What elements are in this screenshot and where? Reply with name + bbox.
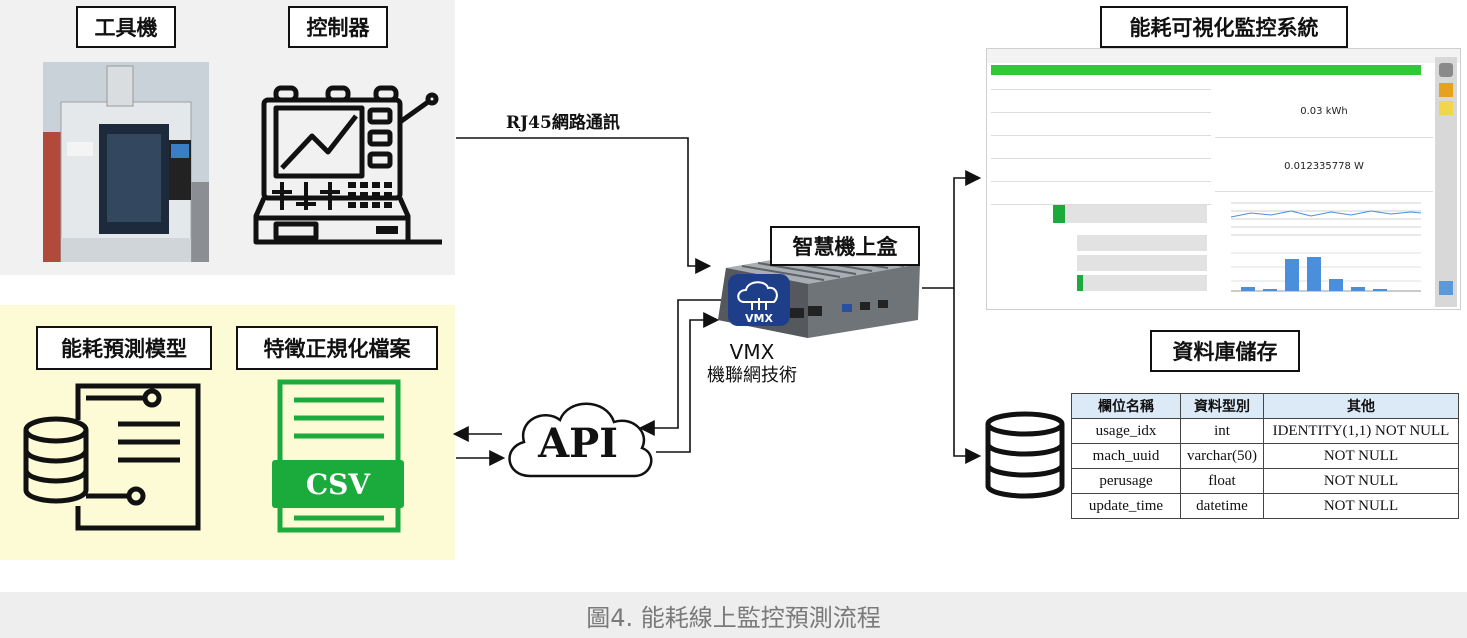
- api-cloud-icon: [508, 402, 653, 478]
- daily-usage-value: 0.03 kWh: [1215, 85, 1433, 138]
- dashboard-toolbar: [1435, 57, 1457, 307]
- table-row: mach_uuid varchar(50) NOT NULL: [1071, 443, 1459, 469]
- folder-icon: [1439, 83, 1453, 97]
- rj45-label: RJ45網路通訊: [506, 113, 620, 133]
- csv-label: CSV: [305, 467, 371, 501]
- table-cell: NOT NULL: [1262, 443, 1459, 469]
- grid-icon: [1439, 281, 1453, 295]
- table-cell: perusage: [1071, 468, 1181, 494]
- load-bar-fill: [1053, 205, 1065, 223]
- smart-box-label: 智慧機上盒: [770, 226, 920, 266]
- axis-x-bar: [1077, 235, 1207, 251]
- database-icon: [985, 411, 1065, 499]
- energy-model-label: 能耗預測模型: [36, 326, 212, 370]
- table-cell: float: [1180, 468, 1264, 494]
- settings-gear-icon: [1439, 63, 1453, 77]
- axis-y-bar: [1077, 255, 1207, 271]
- csv-file-icon: [272, 379, 404, 533]
- energy-history-thumbnail: [1231, 252, 1421, 292]
- table-cell: update_time: [1071, 493, 1181, 519]
- header-data-type: 資料型別: [1180, 393, 1264, 419]
- table-cell: NOT NULL: [1262, 468, 1459, 494]
- monitoring-system-label: 能耗可視化監控系統: [1100, 6, 1348, 48]
- feature-file-label: 特徵正規化檔案: [236, 326, 438, 370]
- dashboard-status-bar: [991, 65, 1421, 75]
- table-cell: int: [1180, 418, 1264, 444]
- table-cell: datetime: [1180, 493, 1264, 519]
- dashboard-screenshot: 0.03 kWh 0.012335778 W: [986, 48, 1461, 310]
- load-bar: [1053, 205, 1207, 223]
- machine-tool-label: 工具機: [76, 6, 176, 48]
- header-other: 其他: [1262, 393, 1459, 419]
- table-row: perusage float NOT NULL: [1071, 468, 1459, 494]
- axis-z-bar-fill: [1077, 275, 1083, 291]
- api-label: API: [538, 419, 618, 467]
- db-schema-table: 欄位名稱 資料型別 其他 usage_idx int IDENTITY(1,1)…: [1071, 393, 1459, 519]
- table-row: usage_idx int IDENTITY(1,1) NOT NULL: [1071, 418, 1459, 444]
- dashboard-titlebar: [987, 49, 1460, 63]
- vmx-name: VMX: [729, 340, 775, 364]
- vmx-badge-icon: [728, 274, 790, 326]
- vmx-subtitle: 機聯網技術: [707, 365, 797, 386]
- table-cell: mach_uuid: [1071, 443, 1181, 469]
- energy-monitor-value: 0.012335778 W: [1215, 141, 1433, 192]
- table-cell: usage_idx: [1071, 418, 1181, 444]
- energy-chart-thumbnail: [1230, 202, 1422, 236]
- note-icon: [1439, 101, 1453, 115]
- table-cell: NOT NULL: [1262, 493, 1459, 519]
- controller-label: 控制器: [288, 6, 388, 48]
- header-field-name: 欄位名稱: [1071, 393, 1181, 419]
- model-document-icon: [23, 383, 201, 531]
- figure-caption: 圖4. 能耗線上監控預測流程: [0, 592, 1467, 638]
- table-header-row: 欄位名稱 資料型別 其他: [1071, 393, 1459, 419]
- device-panel: [991, 79, 1211, 305]
- table-cell: IDENTITY(1,1) NOT NULL: [1262, 418, 1459, 444]
- table-cell: varchar(50): [1180, 443, 1264, 469]
- vmx-badge-text: VMX: [745, 312, 773, 325]
- axis-z-bar: [1077, 275, 1207, 291]
- controller-icon: [253, 85, 442, 245]
- database-storage-label: 資料庫儲存: [1150, 330, 1300, 372]
- machine-tool-photo: [43, 62, 209, 262]
- table-row: update_time datetime NOT NULL: [1071, 493, 1459, 519]
